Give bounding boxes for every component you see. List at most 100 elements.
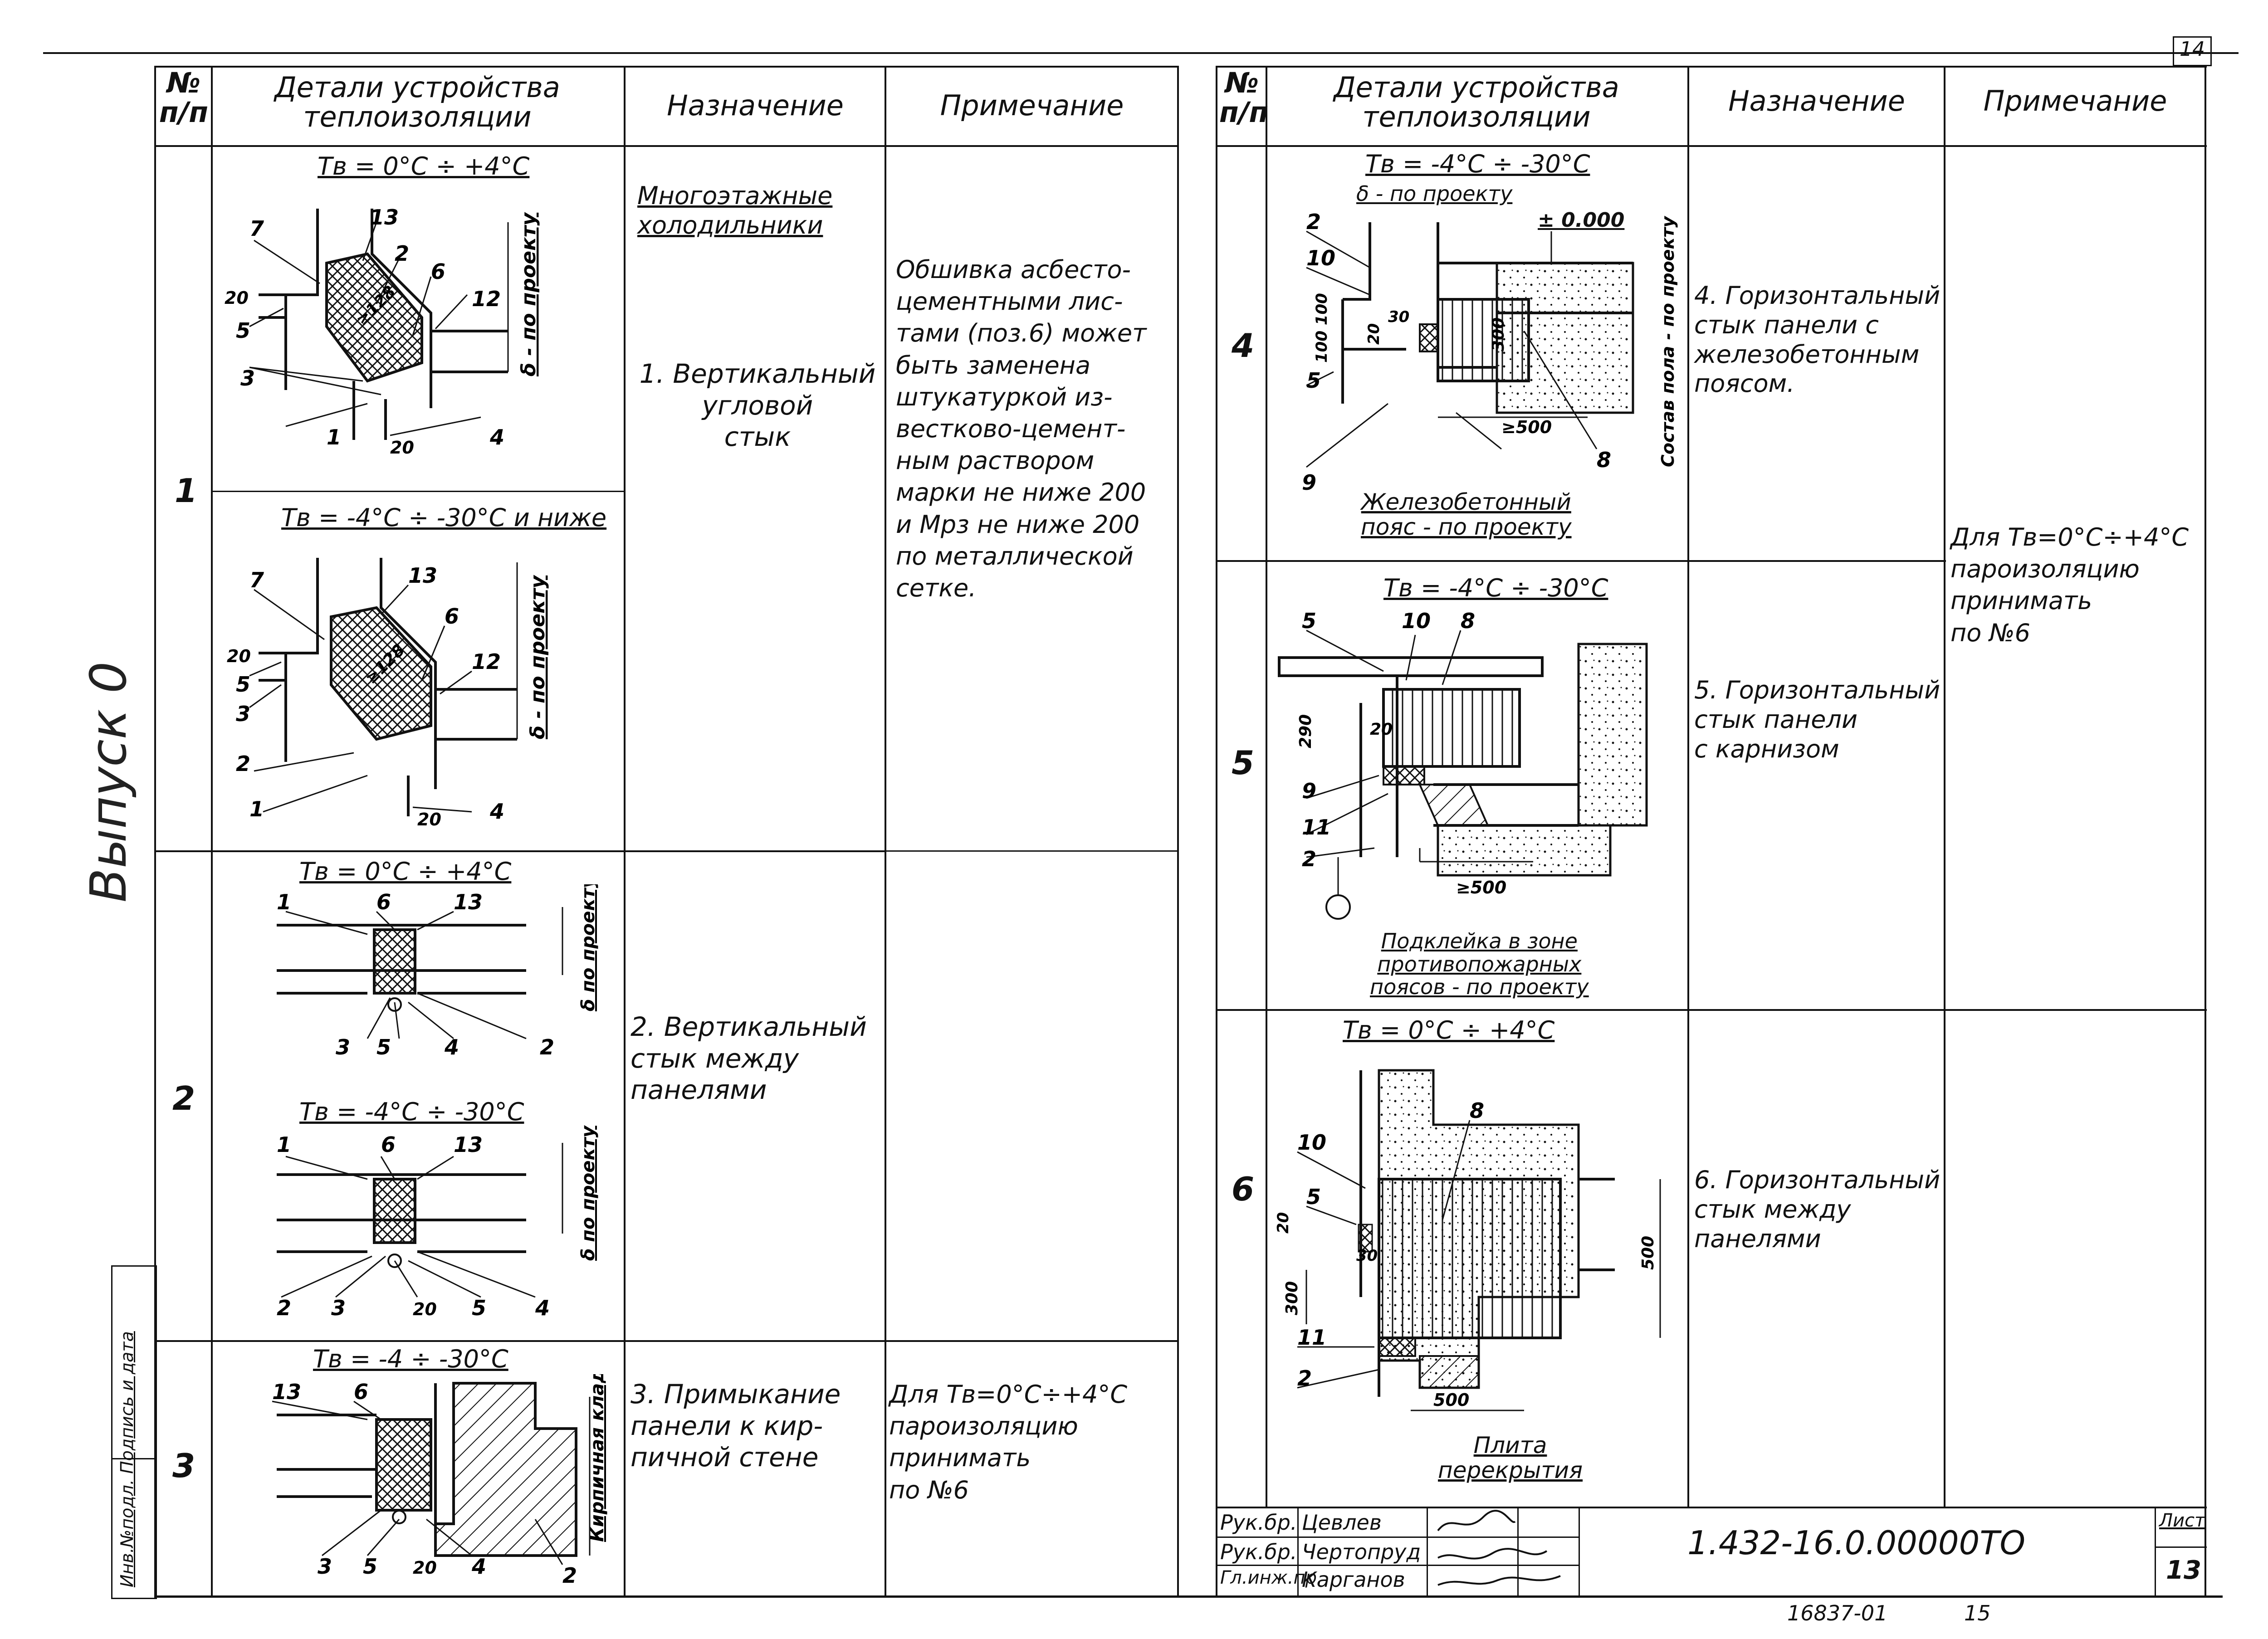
- svg-text:13: 13: [272, 1380, 301, 1404]
- right-col2: [1687, 66, 1689, 1508]
- detail-5-title: Тв = -4°С ÷ -30°С: [1383, 574, 1608, 602]
- svg-text:2: 2: [395, 241, 409, 266]
- svg-text:5: 5: [376, 1035, 391, 1059]
- svg-text:13: 13: [454, 1132, 483, 1157]
- svg-text:≥500: ≥500: [1501, 417, 1552, 437]
- svg-text:11: 11: [1302, 815, 1331, 839]
- tb-col-1: [1297, 1507, 1299, 1596]
- footer-number: 16837-01: [1787, 1601, 1888, 1625]
- svg-text:1: 1: [249, 797, 264, 821]
- svg-text:5: 5: [1306, 368, 1321, 393]
- svg-text:11: 11: [1297, 1325, 1326, 1350]
- svg-text:5: 5: [236, 672, 250, 697]
- row-number-3: 3: [172, 1447, 196, 1485]
- tb-name-1: Цевлев: [1302, 1510, 1382, 1535]
- left-col2: [624, 66, 626, 1596]
- detail-4-caption: Железобетонный пояс - по проекту: [1361, 489, 1572, 540]
- detail-4-level: ± 0.000: [1538, 209, 1625, 232]
- detail-3-drawing: 13 6 3 5 20 4 2 Кирпичная кладка: [272, 1374, 608, 1588]
- tb-role-3: Гл.инж.пр.: [1220, 1567, 1323, 1588]
- svg-text:4: 4: [535, 1296, 550, 1320]
- right-table-right-border: [2204, 66, 2206, 1596]
- svg-text:5: 5: [472, 1296, 486, 1320]
- svg-text:2: 2: [236, 751, 250, 776]
- detail-6-drawing: 10 8 5 20 30 300 11 2 500 500: [1274, 1069, 1661, 1411]
- svg-text:3: 3: [318, 1554, 332, 1579]
- svg-text:30: 30: [1388, 308, 1409, 326]
- svg-text:δ - по проекту: δ - по проекту: [526, 575, 549, 739]
- footer-page: 15: [1964, 1601, 1991, 1625]
- svg-text:9: 9: [1302, 779, 1316, 803]
- svg-text:10: 10: [1402, 609, 1431, 633]
- right-header-note: Примечание: [1983, 84, 2167, 117]
- svg-text:5: 5: [1302, 609, 1316, 633]
- detail-6-title: Тв = 0°С ÷ +4°С: [1343, 1016, 1555, 1044]
- svg-text:20: 20: [1365, 323, 1383, 345]
- tb-name-3: Карганов: [1302, 1567, 1405, 1592]
- svg-text:2: 2: [540, 1035, 554, 1059]
- tb-row-1: [1216, 1537, 1579, 1538]
- svg-text:20: 20: [1274, 1212, 1292, 1234]
- svg-text:9: 9: [1302, 470, 1316, 494]
- row-3-purpose: 3. Примыкание панели к кир- пичной стене: [631, 1379, 841, 1473]
- detail-5-caption: Подклейка в зоне противопожарных поясов …: [1370, 929, 1589, 1000]
- right-row-5-end: [1216, 1009, 2207, 1011]
- svg-text:13: 13: [408, 563, 437, 588]
- row-2-purpose: 2. Вертикальный стык между панелями: [631, 1011, 867, 1106]
- svg-text:7: 7: [249, 568, 264, 592]
- tb-role-2: Рук.бр.: [1220, 1540, 1297, 1564]
- sheet-number: 13: [2166, 1556, 2201, 1585]
- svg-text:4: 4: [489, 425, 504, 449]
- svg-text:100 100: 100 100: [1313, 293, 1331, 363]
- svg-text:20: 20: [227, 646, 251, 666]
- svg-text:2: 2: [277, 1296, 291, 1320]
- svg-text:6: 6: [376, 890, 391, 914]
- svg-text:2: 2: [562, 1563, 577, 1588]
- svg-text:6: 6: [354, 1380, 368, 1404]
- left-table-right-border: [1177, 66, 1179, 1596]
- svg-text:30: 30: [1356, 1247, 1378, 1265]
- svg-text:10: 10: [1306, 246, 1335, 270]
- right-header-bottom: [1216, 145, 2207, 147]
- left-header-num: № п/п: [159, 66, 209, 129]
- tb-col-5: [2155, 1507, 2156, 1596]
- signatures: [1437, 1510, 1561, 1586]
- side-stamp-text: Инв.№подл. Подпись и дата: [117, 1331, 137, 1587]
- tb-name-2: Чертопруд: [1302, 1540, 1421, 1564]
- svg-text:500: 500: [1639, 1236, 1657, 1270]
- issue-label: Выпуск 0: [79, 661, 137, 902]
- svg-text:20: 20: [225, 288, 249, 308]
- svg-text:8: 8: [1461, 609, 1475, 633]
- row-number-4: 4: [1232, 327, 1255, 365]
- left-subrow-1: [211, 491, 624, 492]
- detail-4-subtitle: δ - по проекту: [1356, 181, 1513, 206]
- detail-1a-drawing: 7 13 2 6 20 5 12 3 1 20 4 ≥128 δ - по пр…: [225, 205, 540, 458]
- row-number-1: 1: [175, 472, 198, 510]
- row-1-note: Обшивка асбесто- цементными лис- тами (п…: [896, 255, 1147, 602]
- left-row-1-end: [154, 850, 885, 852]
- svg-text:δ по проекту: δ по проекту: [578, 884, 599, 1011]
- svg-text:Кирпичная кладка: Кирпичная кладка: [587, 1374, 608, 1542]
- svg-text:δ - по проекту: δ - по проекту: [517, 212, 540, 376]
- svg-text:20: 20: [413, 1299, 437, 1319]
- svg-text:6: 6: [445, 604, 459, 629]
- left-note-divider: [885, 850, 1177, 852]
- purpose-group-title: Многоэтажные холодильники: [637, 181, 833, 239]
- right-col1: [1266, 66, 1267, 1508]
- left-header-purpose: Назначение: [667, 89, 844, 122]
- svg-text:6: 6: [381, 1132, 396, 1157]
- svg-text:500: 500: [1433, 1390, 1469, 1410]
- row-5-purpose: 5. Горизонтальный стык панели с карнизом: [1694, 676, 1941, 763]
- tb-col-2: [1427, 1507, 1428, 1596]
- tb-row-2: [1216, 1565, 1579, 1566]
- detail-5-drawing: 5 10 8 290 20 9 11 2 ≥500: [1278, 609, 1648, 920]
- svg-text:3: 3: [331, 1296, 346, 1320]
- tb-col-3: [1517, 1507, 1519, 1596]
- right-row-4-end: [1216, 560, 1946, 562]
- svg-text:1: 1: [277, 1132, 291, 1157]
- left-col1: [211, 66, 213, 1596]
- svg-text:1: 1: [327, 425, 341, 449]
- svg-text:≥500: ≥500: [1456, 878, 1506, 898]
- detail-4-title: Тв = -4°С ÷ -30°С: [1365, 150, 1590, 178]
- svg-text:2: 2: [1302, 847, 1316, 871]
